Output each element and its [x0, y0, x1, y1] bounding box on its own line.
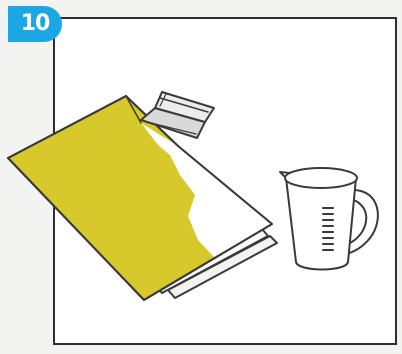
step-number-badge: 10: [8, 6, 62, 42]
step-number: 10: [21, 13, 50, 35]
